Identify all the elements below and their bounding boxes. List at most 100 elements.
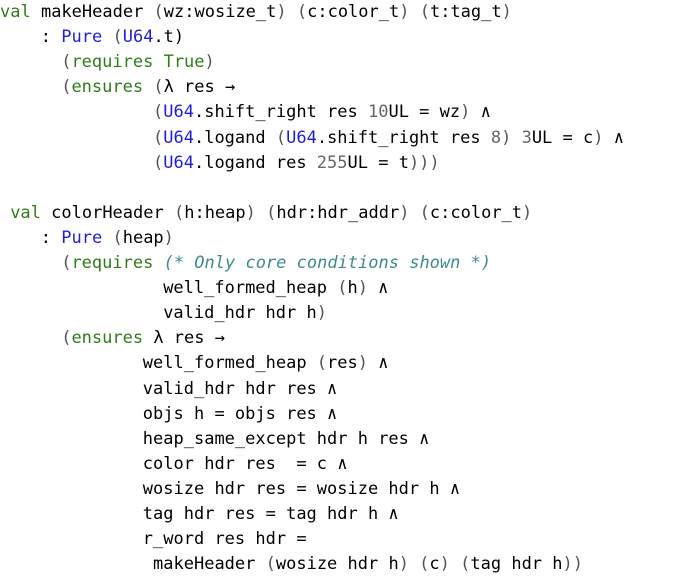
- code-token: (: [173, 202, 185, 223]
- code-line: well_formed_heap (res) ∧: [143, 351, 389, 376]
- code-token: wosize hdr h: [275, 554, 399, 575]
- code-token: valid_hdr hdr h: [163, 303, 317, 324]
- code-token: .t): [153, 27, 185, 48]
- code-token: h: [347, 278, 358, 299]
- code-token: ): [593, 127, 604, 148]
- code-token: ) (: [399, 2, 430, 22]
- code-token: objs h = objs res ∧: [142, 403, 338, 424]
- code-token: ))): [408, 152, 440, 173]
- code-token: (: [275, 127, 287, 148]
- code-token: r_word res hdr =: [142, 529, 307, 550]
- code-token: ∧: [367, 278, 389, 299]
- code-line: makeHeader (wosize hdr h) (c) (tag hdr h…: [143, 552, 583, 576]
- code-token: U64: [286, 127, 317, 148]
- code-token: 3: [521, 127, 532, 148]
- code-token: ): [357, 278, 368, 299]
- code-token: .logand res: [193, 152, 317, 173]
- code-token: ) (: [439, 554, 471, 575]
- code-token: 8: [490, 127, 502, 148]
- code-token: True: [163, 52, 205, 73]
- code-line: well_formed_heap (h) ∧: [163, 276, 388, 301]
- code-token: hdr:hdr_addr: [276, 202, 400, 223]
- code-token: .shift_right res: [193, 102, 368, 123]
- code-token: well_formed_heap: [163, 278, 338, 299]
- code-token: valid_hdr hdr res ∧: [142, 378, 338, 399]
- code-token: [153, 52, 163, 72]
- code-token: color hdr res = c ∧: [142, 453, 348, 474]
- code-line: (requires (* Only core conditions shown …: [61, 251, 491, 276]
- code-token: λ res →: [143, 328, 225, 349]
- code-token: :: [40, 27, 62, 48]
- code-token: tag hdr h: [470, 554, 563, 575]
- code-token: wosize hdr res = wosize hdr h ∧: [142, 478, 461, 499]
- code-token: res: [327, 353, 358, 374]
- code-token: (: [61, 77, 72, 98]
- code-token: ∧: [368, 353, 389, 374]
- code-line: (requires True): [61, 50, 215, 75]
- code-token: UL = wz: [388, 102, 461, 123]
- code-token: requires: [71, 253, 154, 273]
- code-token: ): [460, 102, 471, 123]
- code-line: (ensures λ res →: [61, 326, 225, 351]
- code-token: ): [316, 303, 327, 324]
- code-line: r_word res hdr =: [143, 527, 307, 552]
- code-token: ) (: [276, 2, 308, 22]
- code-token: (* Only core conditions shown *): [163, 253, 492, 273]
- code-token: tag hdr res = tag hdr h ∧: [142, 504, 399, 524]
- code-token: ): [522, 202, 533, 223]
- code-token: h:heap: [184, 202, 246, 223]
- code-token: UL = c: [531, 127, 594, 148]
- code-line: tag hdr res = tag hdr h ∧: [143, 502, 399, 527]
- code-token: heap: [122, 227, 164, 248]
- code-token: ): [501, 2, 512, 22]
- code-line: (U64.logand (U64.shift_right res 8) 3UL …: [153, 126, 624, 151]
- code-token: (: [153, 127, 164, 148]
- code-line: wosize hdr res = wosize hdr h ∧: [143, 477, 460, 502]
- code-line: heap_same_except hdr h res ∧: [143, 427, 430, 452]
- code-token: val: [0, 2, 31, 22]
- code-token: ): [501, 127, 522, 148]
- code-token: Pure: [61, 27, 103, 48]
- code-token: colorHeader: [40, 202, 174, 223]
- code-token: (: [337, 278, 348, 299]
- code-token: val: [10, 202, 41, 223]
- code-token: .logand: [193, 127, 276, 148]
- code-line: val makeHeader (wz:wosize_t) (c:color_t)…: [0, 0, 512, 25]
- code-token: t:tag_t: [429, 2, 502, 22]
- code-token: .shift_right res: [316, 127, 491, 148]
- code-token: 10: [367, 102, 389, 123]
- code-token: U64: [163, 102, 194, 123]
- code-token: makeHeader: [142, 554, 266, 575]
- code-token: (: [102, 227, 123, 248]
- code-line: (U64.logand res 255UL = t))): [153, 151, 440, 176]
- code-token: UL = t: [347, 152, 409, 173]
- code-token: ): [357, 353, 369, 374]
- code-token: )): [562, 554, 583, 575]
- code-line: (ensures (λ res →: [61, 75, 235, 100]
- code-token: (: [153, 2, 164, 22]
- code-line: color hdr res = c ∧: [143, 452, 348, 477]
- code-token: (: [61, 52, 72, 73]
- code-token: U64: [122, 27, 154, 48]
- code-line: (U64.shift_right res 10UL = wz) ∧: [153, 100, 491, 125]
- code-token: [153, 253, 163, 273]
- code-token: ) (: [398, 554, 430, 575]
- code-token: λ res →: [163, 77, 236, 98]
- code-token: U64: [163, 152, 194, 173]
- code-token: :: [40, 227, 62, 248]
- code-token: well_formed_heap: [142, 353, 317, 374]
- code-line: valid_hdr hdr res ∧: [143, 377, 337, 402]
- code-token: c:color_t: [429, 202, 523, 223]
- code-token: wz:wosize_t: [163, 2, 277, 22]
- code-line: objs h = objs res ∧: [143, 402, 337, 427]
- code-token: c: [429, 554, 440, 575]
- code-token: (: [265, 554, 276, 575]
- code-line: : Pure (U64.t): [41, 25, 184, 50]
- code-token: (: [61, 253, 72, 273]
- code-token: (: [153, 102, 164, 123]
- code-token: 255: [316, 152, 348, 173]
- code-token: (: [102, 27, 123, 48]
- code-token: ) (: [245, 202, 277, 223]
- code-token: (: [153, 152, 164, 173]
